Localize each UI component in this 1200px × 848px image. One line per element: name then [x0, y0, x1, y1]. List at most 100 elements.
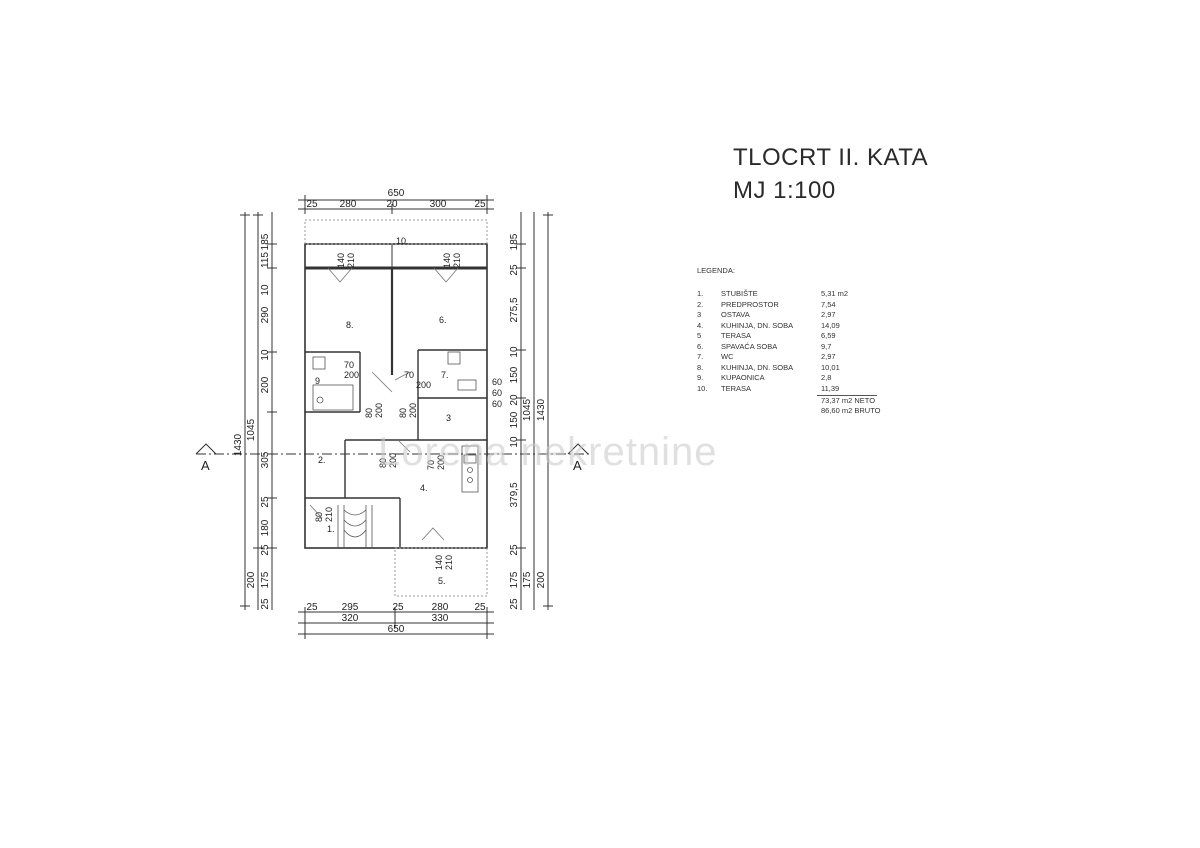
dim-bottom-seg-2: 295 [342, 602, 359, 613]
section-marker-right: A [573, 458, 582, 473]
small-dim-1: 60 [492, 377, 502, 387]
bath-fixtures [312, 351, 477, 411]
legend-area: 2,97 [821, 352, 836, 361]
legend-name: TERASA [721, 383, 752, 393]
dim-right-c4: 10 [509, 346, 520, 358]
dim-left-c8: 25 [260, 496, 271, 508]
dim-right-c1: 185 [509, 233, 520, 250]
dim-left-c12: 25 [260, 598, 271, 610]
door-4-h: 200 [416, 380, 431, 390]
small-dim-2: 60 [492, 388, 502, 398]
door-1-w: 140 [336, 253, 346, 268]
legend-area: 2,8 [821, 373, 832, 382]
door-9-w: 80 [314, 512, 324, 522]
dim-right-c6: 20 [509, 394, 520, 406]
dim-left-c11: 175 [260, 571, 271, 588]
dim-right-c9: 379,5 [509, 482, 520, 507]
room-label-3: 3 [446, 413, 451, 423]
dim-left-c1: 185 [260, 233, 271, 250]
dim-bottom-seg-3: 25 [392, 602, 404, 613]
legend-num: 10. [697, 383, 708, 393]
door-5-w: 80 [364, 408, 374, 418]
dim-left-c10: 25 [260, 544, 271, 556]
legend-num: 3 [697, 310, 702, 319]
dim-top-seg-5: 25 [474, 199, 486, 210]
door-8-w: 70 [426, 460, 436, 470]
dim-right-sub1: 1045 [522, 398, 533, 421]
dim-left-c6: 200 [260, 376, 271, 393]
legend-name: KUPAONICA [721, 373, 765, 382]
dim-right-c12: 25 [509, 598, 520, 610]
legend-heading: LEGENDA: [697, 266, 735, 275]
door-10-h: 210 [444, 555, 454, 570]
dim-bottom-seg-5: 25 [474, 602, 486, 613]
legend-area: 11,39 [821, 383, 840, 393]
room-label-2: 2. [318, 455, 326, 465]
dim-top-seg-4: 300 [430, 199, 447, 210]
legend-area: 7,54 [821, 299, 836, 309]
legend-area: 6,59 [821, 331, 836, 340]
legend-name: KUHINJA, DN. SOBA [721, 362, 794, 372]
dim-left-c2: 115 [260, 252, 271, 268]
door-10-w: 140 [434, 555, 444, 570]
dim-bottom-sub-1: 320 [342, 613, 359, 624]
legend-total-net: 73,37 m2 NETO [821, 396, 876, 405]
dim-right-c3: 275,5 [509, 297, 520, 322]
door-2-w: 140 [442, 253, 452, 268]
legend-num: 4. [697, 320, 704, 330]
legend-total-gross: 86,60 m2 BRUTO [821, 406, 881, 415]
dim-top-seg-2: 280 [340, 199, 357, 210]
watermark: Lorena nekretnine [378, 430, 718, 474]
dimension-ticks [240, 195, 553, 639]
door-3-h: 200 [344, 370, 359, 380]
door-4-w: 70 [404, 370, 414, 380]
door-swings [309, 267, 459, 541]
legend-name: TERASA [721, 331, 752, 340]
dim-top-total: 650 [388, 188, 405, 199]
legend-area: 14,09 [821, 320, 840, 330]
dim-left-c9: 180 [260, 519, 271, 536]
dim-right-c11: 175 [509, 571, 520, 588]
legend-area: 5,31 m2 [821, 289, 849, 298]
dim-right-c2: 25 [509, 264, 520, 276]
room-label-9: 9 [315, 376, 320, 386]
dim-right-sub3: 200 [536, 571, 547, 588]
door-1-h: 210 [346, 253, 356, 268]
dim-bottom-seg-4: 280 [432, 602, 449, 613]
room-label-4: 4. [420, 483, 428, 493]
dim-right-sub2: 175 [522, 571, 533, 588]
dim-right-c10: 25 [509, 544, 520, 556]
legend-area: 9,7 [821, 341, 832, 351]
dim-right-c8: 10 [509, 436, 520, 448]
door-7-h: 200 [388, 453, 398, 468]
door-6-w: 80 [398, 408, 408, 418]
room-label-1: 1. [327, 524, 335, 534]
room-label-8: 8. [346, 320, 354, 330]
dim-right-total: 1430 [536, 398, 547, 421]
dim-left-sub1: 1045 [246, 418, 257, 441]
dim-left-total: 1430 [233, 433, 244, 456]
room-label-10: 10. [396, 236, 409, 246]
plan-scale: MJ 1:100 [733, 177, 836, 204]
legend-num: 1. [697, 289, 704, 298]
dim-bottom-sub-2: 330 [432, 613, 449, 624]
terrace-bottom-outline [394, 547, 488, 597]
dim-top-seg-1: 25 [306, 199, 318, 210]
section-marker-left: A [201, 458, 210, 473]
room-label-7: 7. [441, 370, 449, 380]
small-dim-3: 60 [492, 399, 502, 409]
legend-area: 10,01 [821, 362, 840, 372]
legend-name: PREDPROSTOR [721, 299, 779, 309]
legend-row: 10. TERASA 11,39 [697, 384, 897, 395]
room-label-6: 6. [439, 315, 447, 325]
dim-top-seg-3: 20 [386, 199, 398, 210]
dim-right-c5: 150 [509, 366, 520, 383]
kitchen-counter [461, 445, 479, 493]
